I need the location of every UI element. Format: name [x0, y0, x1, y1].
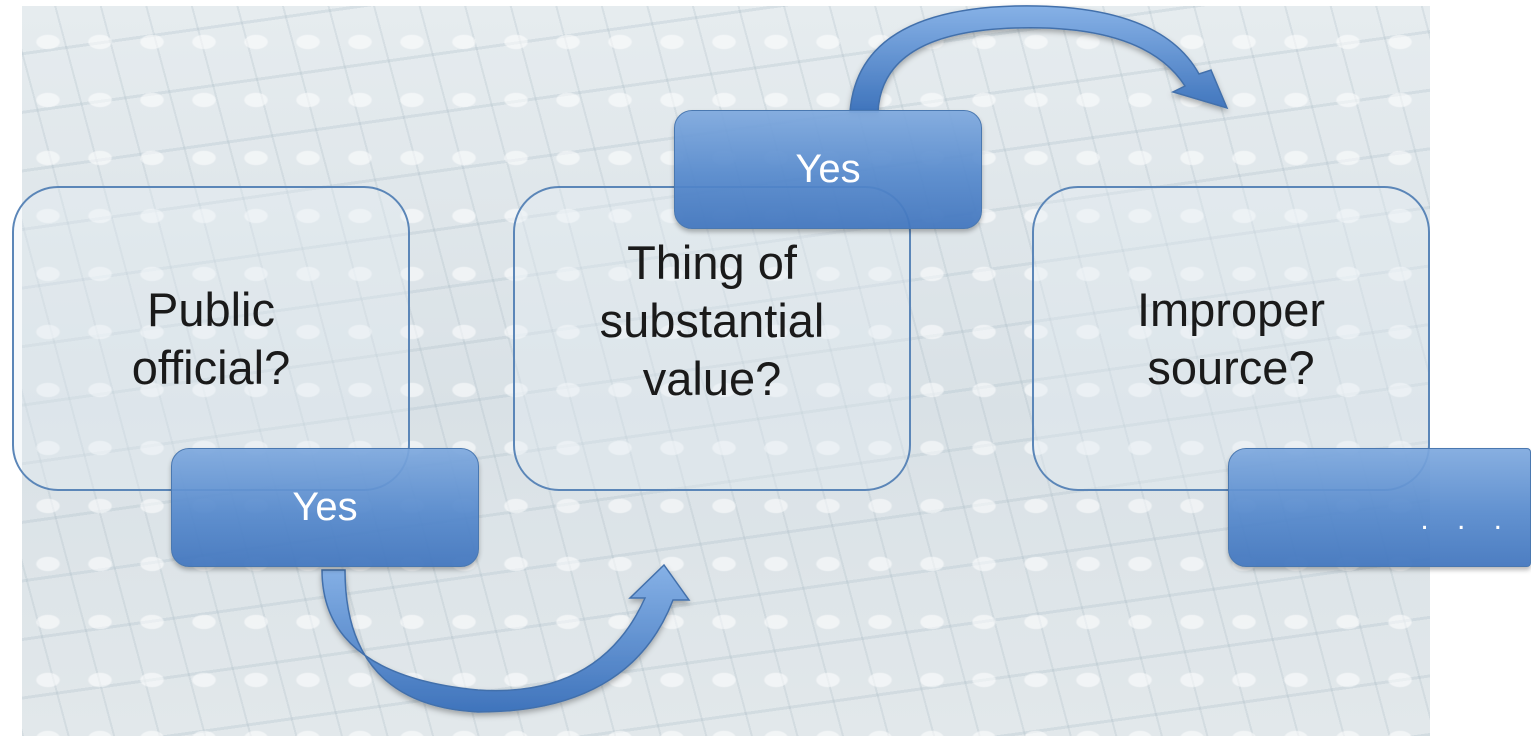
question-box-substantial-value: Thing of substantial value?: [513, 186, 911, 491]
question-box-public-official: Public official?: [12, 186, 410, 491]
question-label: Public official?: [131, 282, 291, 394]
question-label: Thing of substantial value?: [599, 235, 825, 405]
curved-arrow-icon: [321, 563, 691, 713]
question-label: Improper source?: [1136, 282, 1326, 394]
answer-label: Yes: [795, 147, 861, 191]
curved-arrow-icon: [849, 5, 1229, 113]
question-box-improper-source: Improper source?: [1032, 186, 1430, 491]
answer-box-continuation: . . .: [1228, 448, 1531, 567]
ellipsis-label: . . .: [1420, 502, 1512, 536]
answer-label: Yes: [292, 485, 358, 529]
answer-box-yes: Yes: [674, 110, 982, 229]
answer-box-yes: Yes: [171, 448, 479, 567]
